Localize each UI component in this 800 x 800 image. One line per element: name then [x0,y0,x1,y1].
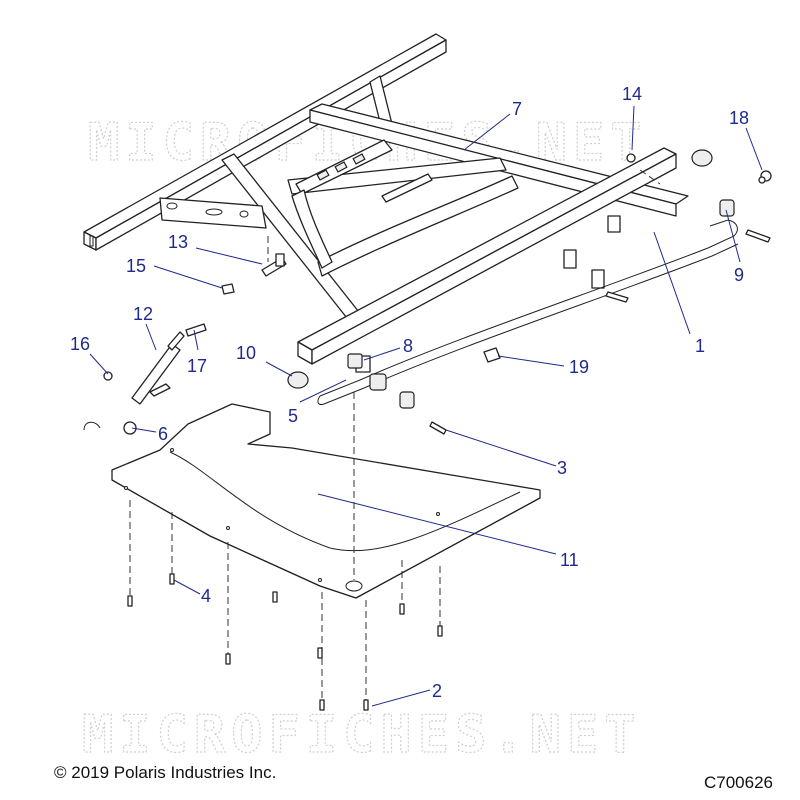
callout-13: 13 [168,232,188,252]
nut-19 [483,347,501,363]
mount-8 [347,353,363,369]
callout-19: 19 [569,357,589,377]
callout-15: 15 [126,256,146,276]
callout-14: 14 [622,84,642,104]
bushing-left-2 [399,391,415,409]
leader-lines [89,105,763,707]
nut-14 [626,153,636,163]
callout-6: 6 [158,424,168,444]
bolt-bar [605,291,629,303]
skid-plate-11 [111,403,541,599]
stabilizer-bar [317,219,739,405]
copyright-text: © 2019 Polaris Industries Inc. [54,763,276,782]
callout-10: 10 [236,343,256,363]
callout-1: 1 [695,336,705,356]
bolt-frame-mid [381,173,433,203]
callout-4: 4 [201,586,211,606]
bushing-right [719,199,735,217]
callout-3: 3 [557,458,567,478]
callout-18: 18 [729,108,749,128]
callout-12: 12 [133,304,153,324]
callout-5: 5 [288,406,298,426]
bump-stop-right [691,149,713,167]
bolt-9 [745,229,771,243]
bolts-skid-plate [127,573,443,711]
diagram-code: C700626 [704,773,773,792]
callout-7: 7 [512,99,522,119]
callout-9: 9 [734,265,744,285]
nut-15 [221,283,235,295]
watermark-bottom: MICROFICHES.NET [82,705,642,765]
gas-strut-12 [83,323,207,435]
callouts: 1 2 3 4 5 6 7 8 9 10 11 12 13 14 15 16 1… [70,84,749,701]
fastener-lines [129,169,661,700]
bolt-3 [429,421,447,435]
bushing-left [369,373,387,391]
callout-2: 2 [432,681,442,701]
callout-8: 8 [403,336,413,356]
callout-16: 16 [70,334,90,354]
end-link-18 [758,170,772,184]
callout-17: 17 [187,356,207,376]
callout-11: 11 [560,550,579,570]
bolt-13 [261,253,287,277]
bump-stop-10 [287,371,309,389]
frame-assembly [83,33,689,373]
